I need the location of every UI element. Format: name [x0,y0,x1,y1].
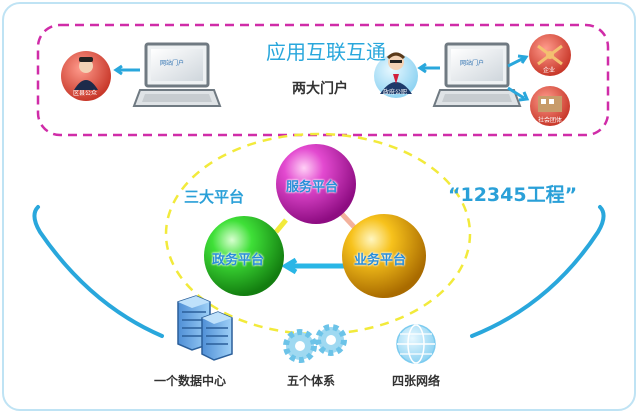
arrow-to-bottom-right [507,86,530,102]
person-left-label: 区县公众 [73,90,98,97]
person-center-icon [374,52,418,98]
data-center-icon [177,295,233,361]
service-platform-label: 服务平台 [286,180,339,195]
right-bracket [470,205,606,338]
business-platform-label: 业务平台 [354,253,407,268]
arrow-business-to-government [281,257,346,275]
gears-icon [283,324,347,363]
networks-label: 四张网络 [392,374,441,388]
arrow-to-center-person [417,62,440,74]
government-platform-sphere [204,216,284,296]
business-platform-sphere [342,214,426,298]
social-group-label: 社会团体 [538,117,563,124]
left-bracket [32,205,164,338]
right-laptop-screen-text: 网站门户 [460,60,485,67]
platform-group-label: 三大平台 [184,188,245,206]
portal-title: 应用互联互通 [266,40,386,64]
globe-icon [396,324,436,364]
service-platform-sphere [276,144,356,224]
arrow-to-top-right [507,54,529,68]
government-platform-label: 政务平台 [212,253,265,268]
arrow-government-to-service [274,218,288,234]
project-label: “12345工程” [448,184,578,206]
arrow-to-left-person [113,64,140,76]
right-laptop-icon [432,42,522,107]
left-laptop-icon [132,42,222,107]
systems-label: 五个体系 [287,374,336,388]
left-laptop-screen-text: 网站门户 [160,60,185,67]
data-center-label: 一个数据中心 [154,374,227,388]
enterprise-label: 企业 [543,67,556,74]
arrow-business-to-service [340,212,357,230]
person-left-icon [61,51,111,101]
social-group-icon [530,86,570,126]
person-center-label: 政府公职 [383,89,408,96]
portal-box [36,23,610,137]
enterprise-icon [529,34,571,76]
portal-subtitle: 两大门户 [292,81,348,97]
